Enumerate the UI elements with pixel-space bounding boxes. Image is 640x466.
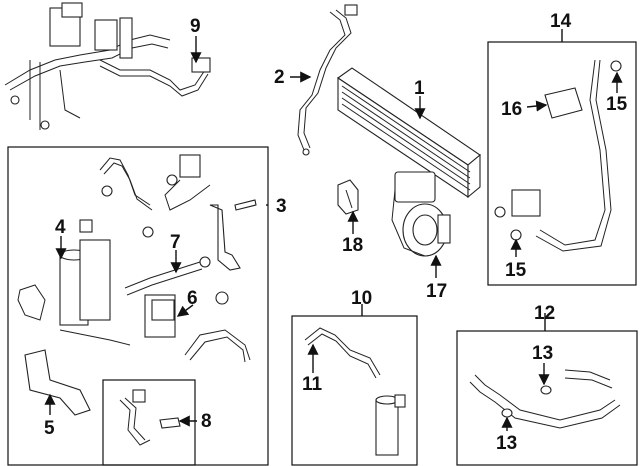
group-3-parts-drawing <box>17 154 257 416</box>
group-12-parts-drawing <box>469 369 621 429</box>
callout-8: 8 <box>201 411 212 432</box>
condenser-drawing <box>337 67 481 199</box>
callout-16: 16 <box>501 99 522 120</box>
leader-lines <box>44 29 623 431</box>
group-10-parts-drawing <box>304 327 406 456</box>
callout-17: 17 <box>426 281 447 302</box>
harness-assembly-drawing <box>4 2 211 130</box>
callout-14: 14 <box>550 11 572 32</box>
compressor-drawing <box>391 171 451 257</box>
callout-7: 7 <box>170 232 181 253</box>
callout-5: 5 <box>44 418 55 439</box>
callout-15-lower: 15 <box>505 260 527 281</box>
group-8-frame <box>102 379 196 466</box>
callout-12: 12 <box>534 303 555 324</box>
group-10-frame <box>291 315 418 466</box>
callout-15-upper: 15 <box>606 94 628 115</box>
callout-1: 1 <box>414 78 425 99</box>
callout-6: 6 <box>187 288 198 309</box>
group-14-parts-drawing <box>494 59 622 252</box>
bracket-18-drawing <box>337 179 359 215</box>
callout-18: 18 <box>342 235 363 256</box>
group-14-frame <box>487 41 637 286</box>
callout-11: 11 <box>302 374 323 395</box>
callout-3: 3 <box>276 196 287 217</box>
ac-line-2-drawing <box>297 4 358 156</box>
group-12-frame <box>456 330 638 466</box>
callout-10: 10 <box>351 288 372 309</box>
callout-13-upper: 13 <box>532 343 553 364</box>
callout-2: 2 <box>274 67 285 88</box>
callout-13-lower: 13 <box>496 433 517 454</box>
callout-4: 4 <box>55 217 66 238</box>
callout-9: 9 <box>190 16 201 37</box>
group-8-parts-drawing <box>119 389 181 446</box>
callout-labels: 1 2 3 4 5 6 7 8 9 10 11 12 13 13 14 15 1… <box>44 11 628 454</box>
